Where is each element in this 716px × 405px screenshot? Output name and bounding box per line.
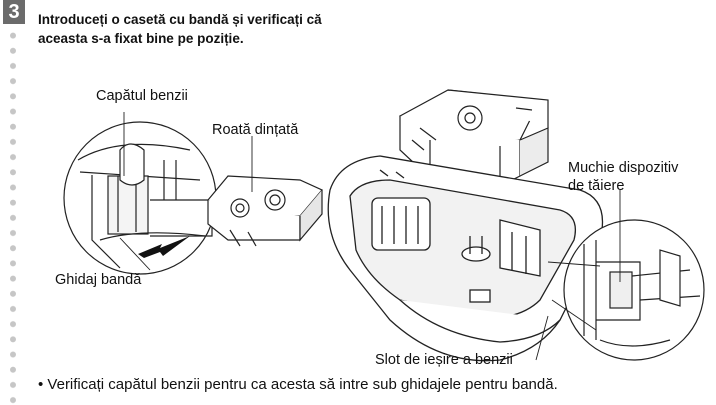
leader-lines <box>119 112 621 361</box>
cutter-edge-label-line1: Muchie dispozitiv <box>568 160 679 176</box>
step-title: Introduceți o casetă cu bandă și verific… <box>38 12 322 46</box>
tape-guide-label: Ghidaj bandă <box>55 272 142 288</box>
small-tape-cassette <box>207 175 323 247</box>
cutter-zoom-circle <box>563 219 705 361</box>
step-number: 3 <box>3 0 25 24</box>
gear-label: Roată dințată <box>212 122 299 138</box>
tape-pull-arrow <box>138 236 190 258</box>
instruction-bullet: • Verificați capătul benzii pentru ca ac… <box>38 376 558 393</box>
cutter-edge-label-line2: de tăiere <box>568 178 625 194</box>
zoom-connector-lines <box>547 261 601 331</box>
label-printer-body <box>327 155 604 362</box>
dotted-margin-line <box>9 28 17 405</box>
tape-guide-zoom-circle <box>63 121 217 275</box>
tape-end-label: Capătul benzii <box>96 88 188 104</box>
tape-exit-slot-label: Slot de ieșire a benzii <box>375 352 513 368</box>
